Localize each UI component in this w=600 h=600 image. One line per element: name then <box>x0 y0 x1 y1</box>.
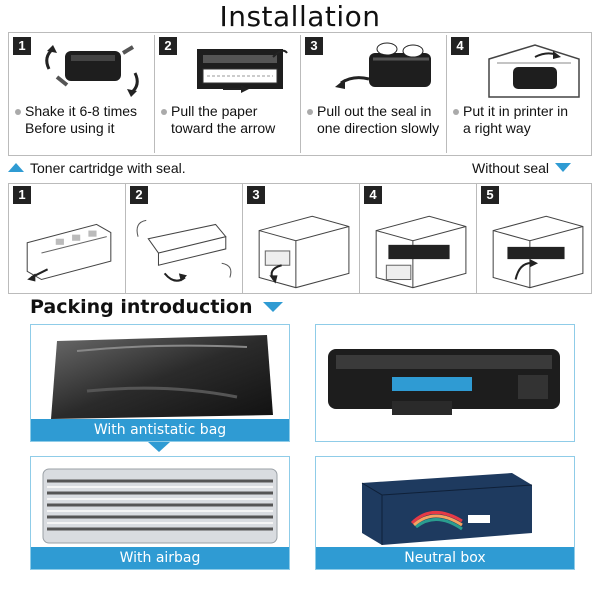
close-printer-illustration <box>492 215 584 289</box>
neutral-box-image <box>361 473 533 545</box>
pack-label-airbag: With airbag <box>31 547 289 569</box>
step-caption: Put it in printer in a right way <box>453 103 589 137</box>
step-number: 4 <box>451 37 469 55</box>
triangle-up-icon <box>8 163 24 172</box>
triangle-down-icon <box>262 302 283 312</box>
pack-cartridge <box>315 324 575 442</box>
pull-paper-illustration <box>197 49 288 93</box>
step-remove-seal-cartridge: 1 <box>9 184 126 293</box>
antistatic-bag-image <box>51 335 273 419</box>
step-rock-cartridge: 2 <box>126 184 243 293</box>
step-number: 1 <box>13 37 31 55</box>
step-number: 2 <box>130 186 148 204</box>
step-pull-paper: 2 Pull the paper toward the arrow <box>155 35 301 153</box>
step-number: 1 <box>13 186 31 204</box>
step-number: 3 <box>247 186 265 204</box>
shake-cartridge-illustration <box>45 45 139 97</box>
packing-title: Packing introduction <box>30 296 283 318</box>
step-insert-printer: 4 <box>360 184 477 293</box>
step-number: 5 <box>481 186 499 204</box>
open-printer-illustration <box>258 215 350 289</box>
note-with-seal: Toner cartridge with seal. <box>8 160 186 176</box>
pack-antistatic-bag: With antistatic bag <box>30 324 290 442</box>
step-number: 2 <box>159 37 177 55</box>
page-title: Installation <box>219 0 381 33</box>
insert-printer-illustration <box>375 215 467 289</box>
note-without-seal: Without seal <box>472 160 572 176</box>
pull-seal-illustration <box>335 42 431 89</box>
step-insert: 4 Put it in printer in a right way <box>447 35 593 153</box>
rock-cartridge-illustration <box>136 219 232 282</box>
pack-airbag: With airbag <box>30 456 290 570</box>
installation-steps-without-seal: 1 2 3 4 <box>8 183 592 294</box>
step-number: 3 <box>305 37 323 55</box>
step-open-printer: 3 <box>243 184 360 293</box>
step-caption: Pull the paper toward the arrow <box>161 103 296 137</box>
step-caption: Shake it 6-8 times Before using it <box>15 103 150 137</box>
step-shake: 1 Shake it 6-8 times Before using it <box>9 35 155 153</box>
step-caption: Pull out the seal in one direction slowl… <box>307 103 442 137</box>
triangle-down-icon <box>148 442 170 452</box>
step-pull-seal: 3 Pull out the seal in one direction slo… <box>301 35 447 153</box>
step-number: 4 <box>364 186 382 204</box>
cartridge-outline-illustration <box>26 223 112 282</box>
airbag-image <box>42 468 278 544</box>
pack-label-antistatic: With antistatic bag <box>31 419 289 441</box>
triangle-down-icon <box>555 163 572 172</box>
insert-cartridge-illustration <box>488 44 580 98</box>
pack-neutral-box: Neutral box <box>315 456 575 570</box>
step-close-printer: 5 <box>477 184 593 293</box>
toner-cartridge-image <box>328 349 560 415</box>
installation-steps-with-seal: 1 Shake it 6-8 times Before using it 2 <box>8 32 592 156</box>
pack-label-neutral-box: Neutral box <box>316 547 574 569</box>
